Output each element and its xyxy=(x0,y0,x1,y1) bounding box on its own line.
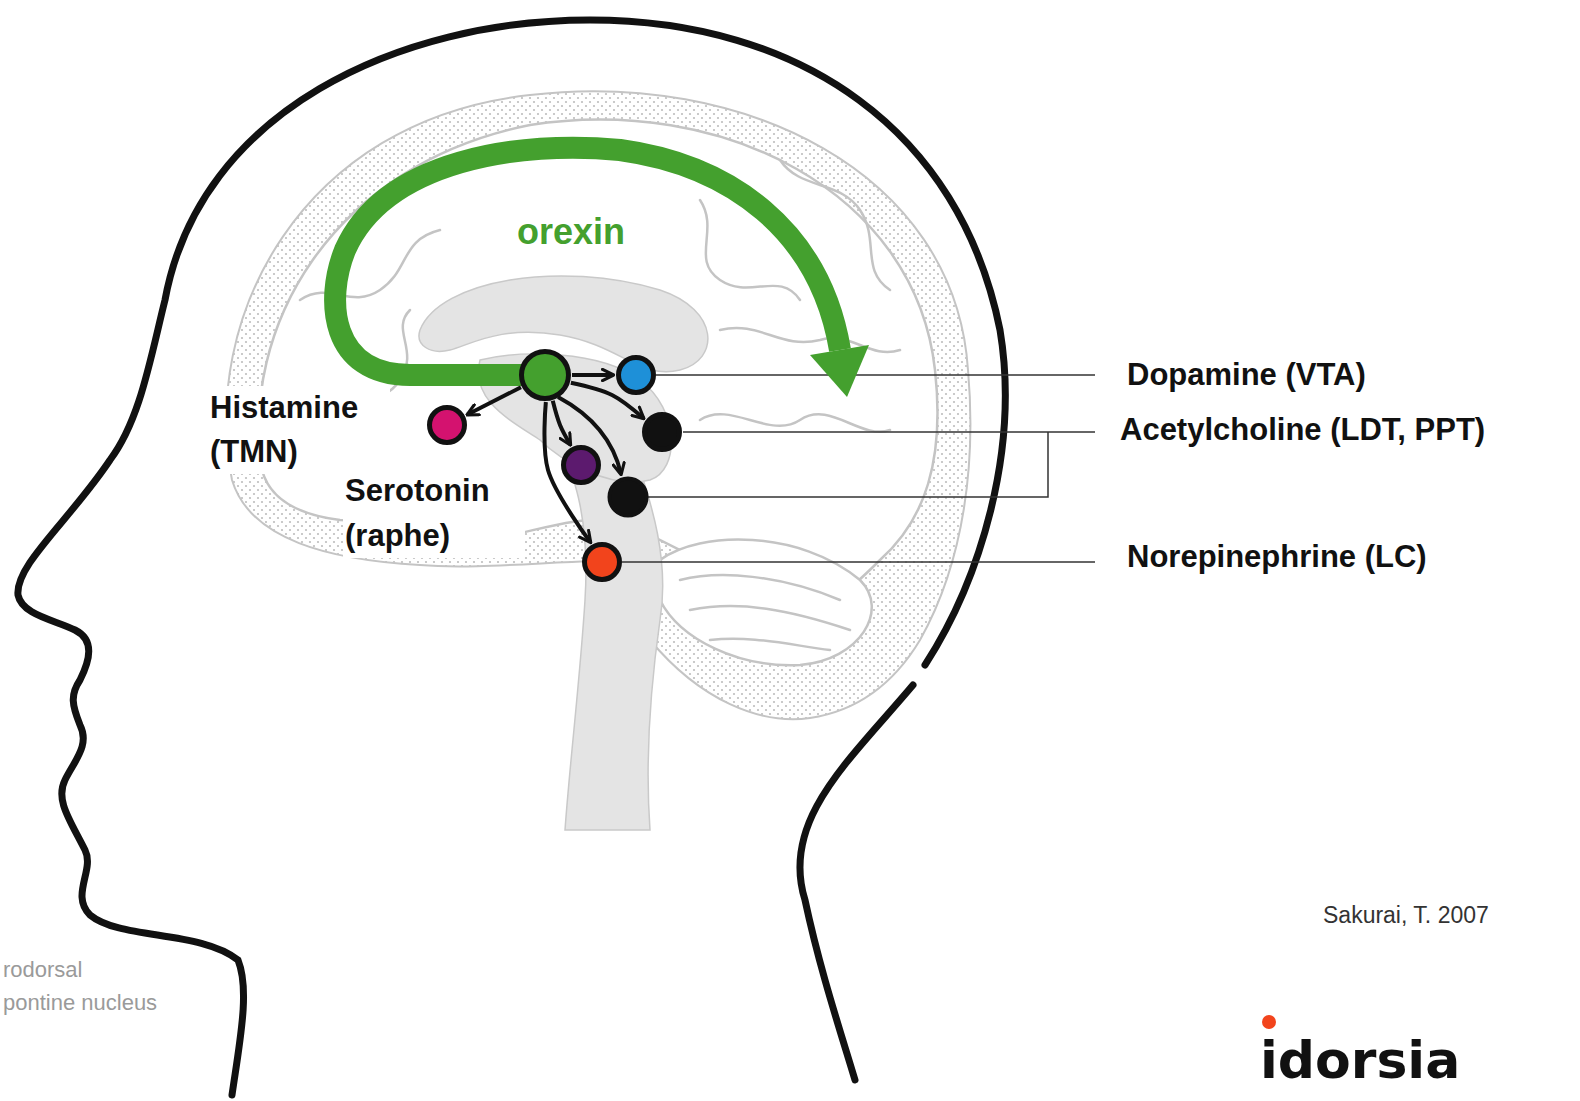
footnote: rodorsal xyxy=(3,957,82,983)
orexin-arrowhead xyxy=(810,345,869,397)
logo-dot xyxy=(1262,1015,1276,1029)
nucleus-circle xyxy=(645,415,680,450)
gyrus-line xyxy=(700,200,800,300)
head-outline xyxy=(800,685,913,1080)
nucleus-circle xyxy=(430,408,465,443)
nucleus-shape xyxy=(642,412,682,452)
cerebellum-fold xyxy=(710,639,830,650)
gyrus-line xyxy=(780,160,890,290)
leader-line xyxy=(683,431,1095,433)
nucleus-shape xyxy=(519,349,571,401)
nucleus-shape xyxy=(561,445,601,485)
cerebellum xyxy=(660,540,872,666)
neuron-nucleus: Serotonin (raphe) xyxy=(561,445,601,485)
citation: Sakurai, T. 2007 xyxy=(1323,902,1489,929)
footnote: pontine nucleus xyxy=(3,990,157,1016)
neuron-nucleus: Norepinephrine (LC) xyxy=(582,542,622,582)
projection-arrow xyxy=(572,373,613,377)
nucleus-label: orexin xyxy=(515,211,627,253)
neuron-nucleus: Dopamine (VTA) xyxy=(616,355,656,395)
gyrus-line xyxy=(700,414,890,431)
nucleus-label: Acetylcholine (LDT, PPT) xyxy=(1118,410,1487,450)
brainstem xyxy=(560,440,663,830)
projection-arrow xyxy=(467,387,520,414)
nucleus-shape xyxy=(582,542,622,582)
neuron-nucleus: Acetylcholine (LDT, PPT) xyxy=(642,412,682,452)
nucleus-label: Histamine (TMN) xyxy=(208,386,390,474)
head-outline xyxy=(18,20,1005,1095)
nucleus-label: Norepinephrine (LC) xyxy=(1125,537,1429,577)
neuron-nucleus: orexin xyxy=(519,349,571,401)
leader-bracket xyxy=(648,432,1048,497)
cholinergic-nucleus xyxy=(610,479,647,516)
cerebellum-fold xyxy=(690,606,850,630)
leader-line xyxy=(656,374,1095,376)
orexin-projection xyxy=(335,148,840,375)
gyrus-line xyxy=(720,328,900,352)
nucleus-circle xyxy=(522,352,569,399)
nucleus-circle xyxy=(564,448,599,483)
logo-text: idorsia xyxy=(1260,1030,1460,1090)
nucleus-label: Dopamine (VTA) xyxy=(1125,355,1368,395)
nucleus-circle xyxy=(585,545,620,580)
nucleus-circle xyxy=(619,358,654,393)
projection-arrow xyxy=(553,401,571,445)
nucleus-label: Serotonin (raphe) xyxy=(343,468,525,558)
cerebellum-fold xyxy=(680,575,840,600)
nucleus-shape xyxy=(427,405,467,445)
nucleus-shape xyxy=(616,355,656,395)
leader-line xyxy=(622,561,1095,563)
gyrus-line xyxy=(300,230,440,300)
neuron-nucleus: Histamine (TMN) xyxy=(427,405,467,445)
